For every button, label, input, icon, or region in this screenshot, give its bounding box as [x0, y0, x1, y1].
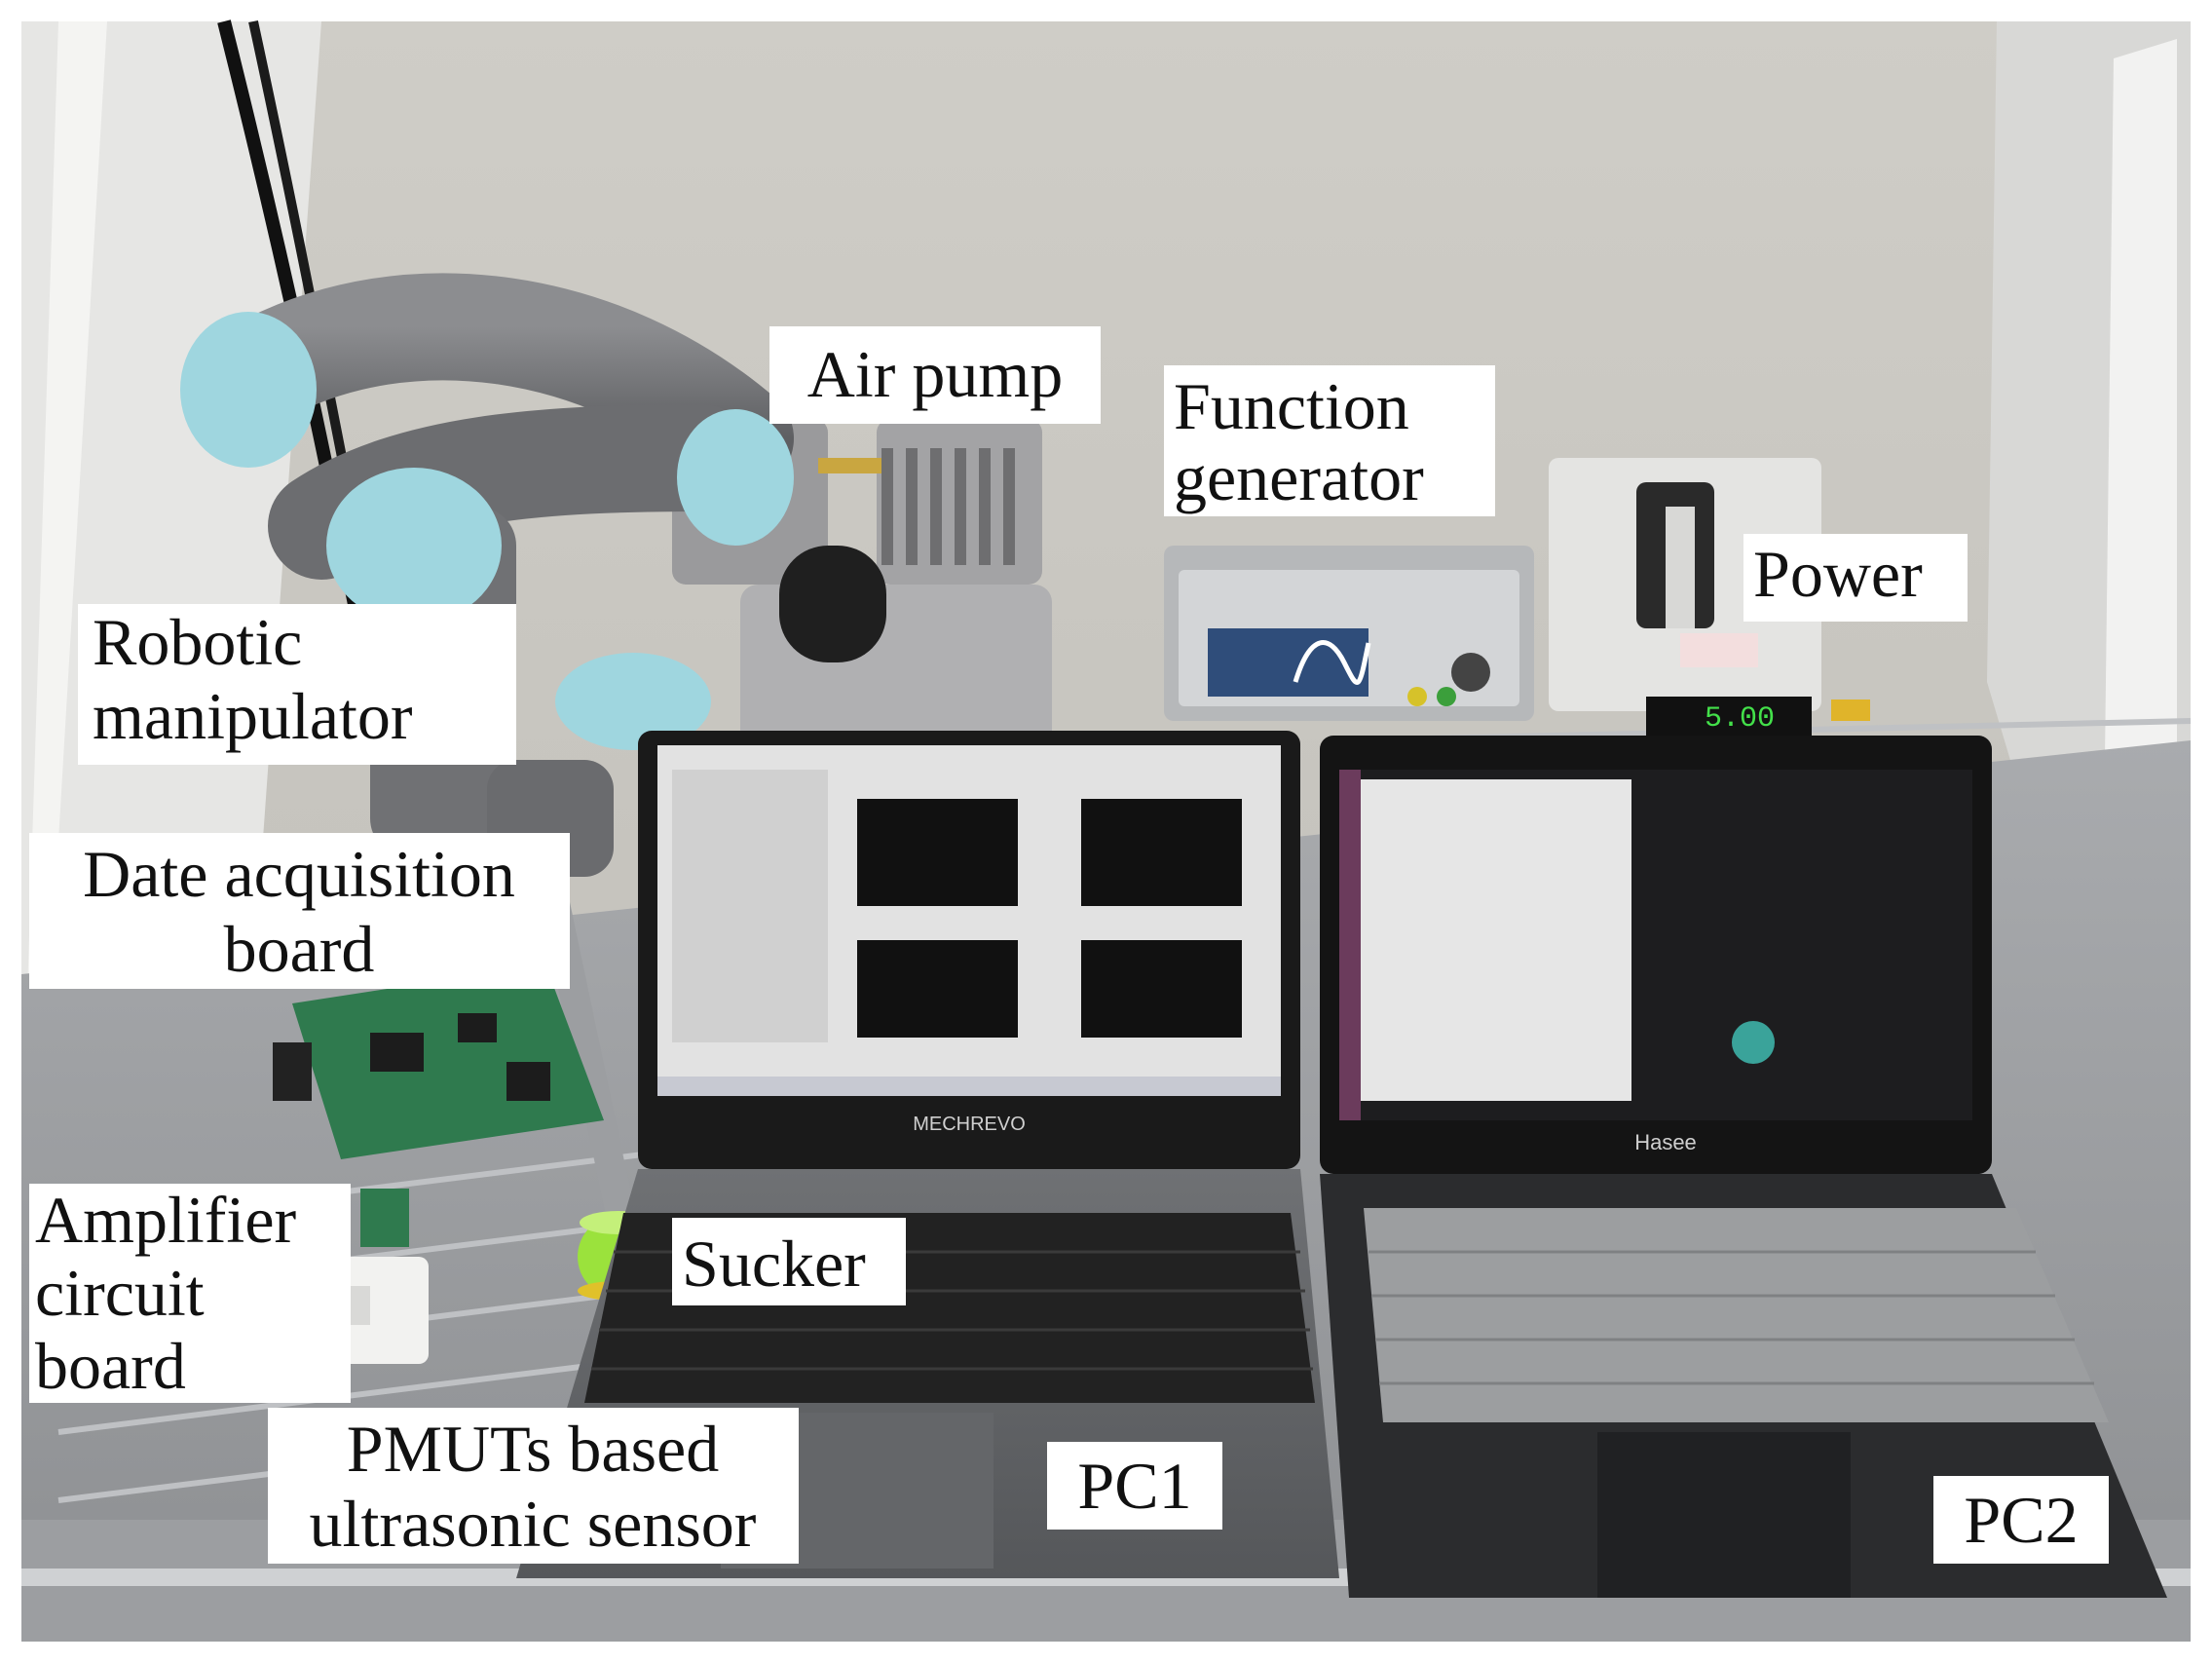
pc2-laptop: Hasee: [1320, 736, 2167, 1598]
svg-text:Power: Power: [1753, 537, 1923, 611]
svg-text:board: board: [35, 1329, 186, 1403]
svg-text:Amplifier: Amplifier: [35, 1183, 297, 1257]
svg-text:board: board: [224, 912, 375, 986]
label-sucker: Sucker: [672, 1218, 906, 1305]
labels: Air pump Function generator Power Roboti…: [29, 326, 2109, 1564]
svg-text:manipulator: manipulator: [93, 679, 413, 753]
power-supply: 5.00: [1549, 458, 1870, 736]
label-power: Power: [1743, 534, 1968, 622]
power-display-text: 5.00: [1705, 702, 1775, 736]
svg-text:Air pump: Air pump: [807, 337, 1064, 411]
svg-text:PC1: PC1: [1077, 1449, 1191, 1523]
label-function-generator: Function generator: [1164, 365, 1495, 516]
label-data-acquisition-board: Date acquisition board: [29, 833, 570, 989]
pc2-brand-text: Hasee: [1634, 1130, 1697, 1154]
svg-text:generator: generator: [1174, 440, 1424, 514]
label-pc2: PC2: [1933, 1476, 2109, 1564]
label-pmuts-sensor: PMUTs based ultrasonic sensor: [268, 1408, 799, 1564]
svg-text:Sucker: Sucker: [682, 1227, 866, 1301]
data-acquisition-board: [273, 964, 604, 1159]
svg-text:PC2: PC2: [1964, 1483, 2078, 1557]
function-generator: [1164, 546, 1534, 721]
svg-text:ultrasonic sensor: ultrasonic sensor: [310, 1487, 757, 1561]
robotic-manipulator: [180, 273, 794, 1231]
svg-text:Robotic: Robotic: [93, 605, 302, 679]
label-amplifier-circuit-board: Amplifier circuit board: [29, 1183, 351, 1403]
label-pc1: PC1: [1047, 1442, 1222, 1530]
svg-text:Function: Function: [1174, 369, 1409, 443]
pc2-touchpad: [1597, 1432, 1851, 1598]
label-robotic-manipulator: Robotic manipulator: [78, 604, 516, 765]
svg-text:Date acquisition: Date acquisition: [83, 837, 515, 911]
svg-text:PMUTs based: PMUTs based: [347, 1412, 719, 1486]
pc2-keyboard: [1364, 1208, 2109, 1422]
label-air-pump: Air pump: [769, 326, 1101, 424]
pc1-brand-text: MECHREVO: [913, 1114, 1026, 1135]
svg-text:circuit: circuit: [35, 1256, 205, 1330]
